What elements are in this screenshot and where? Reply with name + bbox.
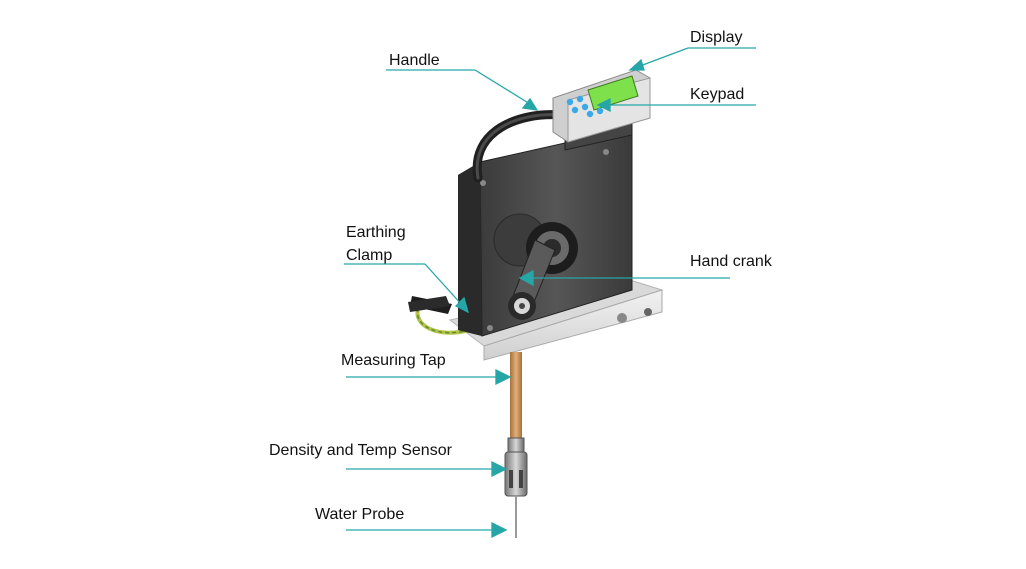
leader-handle [386,69,539,111]
leader-water-probe [346,521,508,539]
leader-hand-crank [518,269,730,287]
label-handle: Handle [389,52,440,69]
handle [472,110,565,183]
label-hand-crank: Hand crank [690,253,772,270]
leader-lines [344,47,756,539]
leader-measuring-tap [346,368,512,386]
label-density-temp-sensor: Density and Temp Sensor [269,442,452,459]
label-water-probe: Water Probe [315,506,405,523]
measuring-tape [510,352,522,440]
label-display: Display [690,29,743,46]
leader-density-temp-sensor [346,460,508,478]
leader-earthing-clamp [344,263,470,314]
earthing-clamp [408,296,471,335]
label-measuring-tap: Measuring Tap [341,352,446,369]
hand-crank [493,213,578,320]
density-temp-sensor [504,437,528,497]
label-earthing-clamp-line1: Earthing [346,224,406,241]
label-keypad: Keypad [690,86,745,103]
leader-display [628,47,756,71]
leader-keypad [596,97,756,113]
label-earthing-clamp-line2: Clamp [346,247,393,264]
